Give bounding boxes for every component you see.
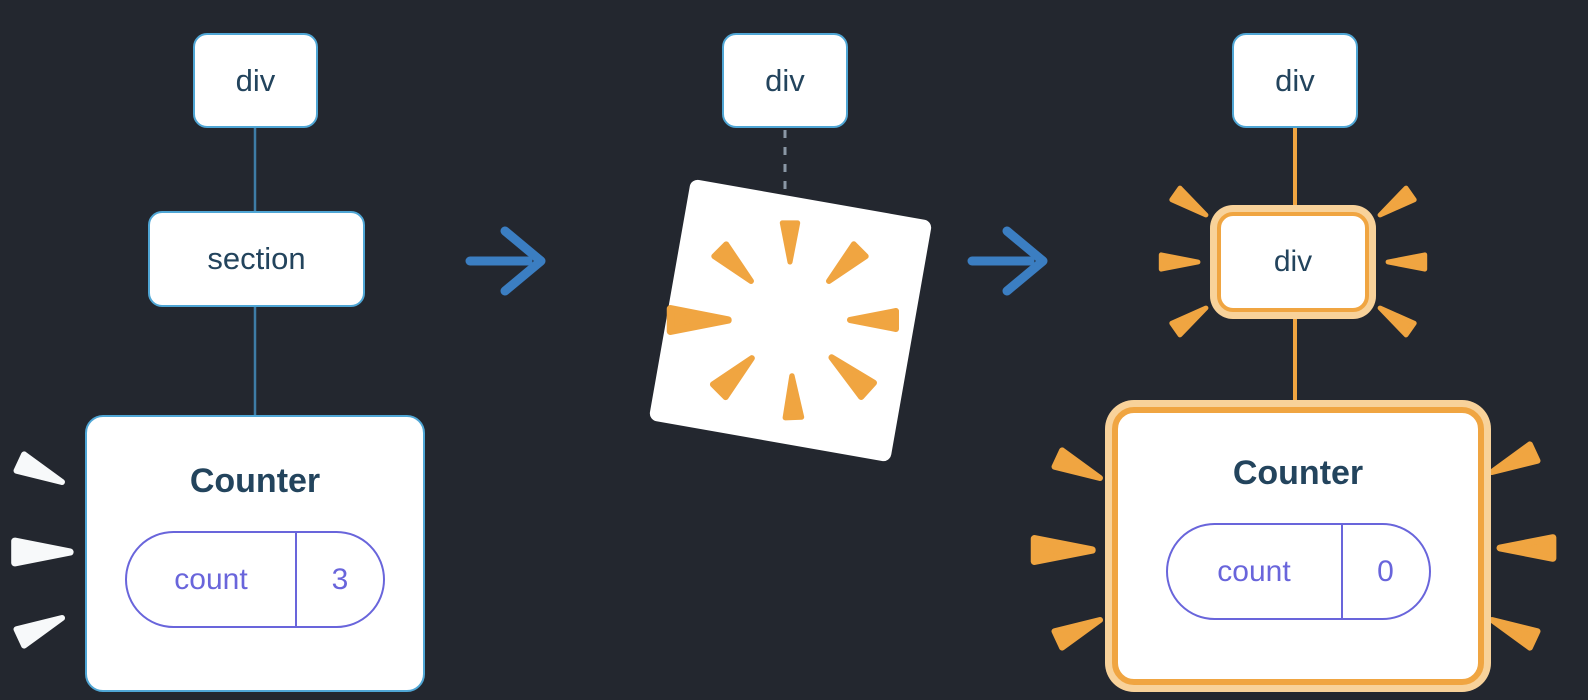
after-root-node: div: [1232, 33, 1358, 128]
arrow-head: [1002, 226, 1048, 296]
counter-title: Counter: [189, 462, 321, 500]
state-pill: count 0: [1165, 523, 1431, 620]
spark-icon: [1055, 612, 1104, 648]
spark-icon: [1376, 188, 1414, 221]
transition-root-node: div: [722, 33, 848, 128]
before-root-node: div: [193, 33, 318, 128]
node-label: div: [1273, 245, 1313, 278]
node-label: div: [1275, 62, 1315, 98]
node-label: section: [207, 241, 306, 276]
spark-icon: [1172, 302, 1210, 335]
spark-icon: [1055, 450, 1104, 486]
before-section-node: section: [148, 211, 365, 307]
state-pill: count 3: [125, 531, 385, 628]
arrow-right-icon: [967, 226, 1048, 296]
spark-icon: [1500, 538, 1553, 559]
spark-icon: [17, 610, 66, 646]
state-key: count: [174, 562, 248, 596]
spark-icon: [1488, 612, 1537, 648]
spark-icon: [1488, 444, 1537, 480]
spark-icon: [1376, 302, 1414, 335]
after-new-div-node: div: [1217, 212, 1369, 312]
spark-icon: [1172, 188, 1210, 221]
state-key: count: [1217, 554, 1291, 588]
state-value: 3: [295, 533, 383, 626]
node-label: div: [765, 62, 805, 98]
node-label: div: [235, 62, 276, 98]
sparkle-icon-before-counter: [15, 454, 70, 645]
arrow-right-icon: [465, 226, 546, 296]
state-value: 0: [1340, 525, 1429, 618]
spark-icon: [15, 541, 70, 563]
counter-title: Counter: [1232, 454, 1364, 492]
before-counter-card: Counter count 3: [85, 415, 425, 692]
arrow-head: [500, 226, 546, 296]
spark-icon: [17, 454, 66, 490]
after-counter-card: Counter count 0: [1112, 407, 1484, 685]
spark-icon: [1388, 255, 1425, 269]
spark-icon: [1161, 255, 1198, 269]
spark-icon: [1035, 539, 1093, 562]
